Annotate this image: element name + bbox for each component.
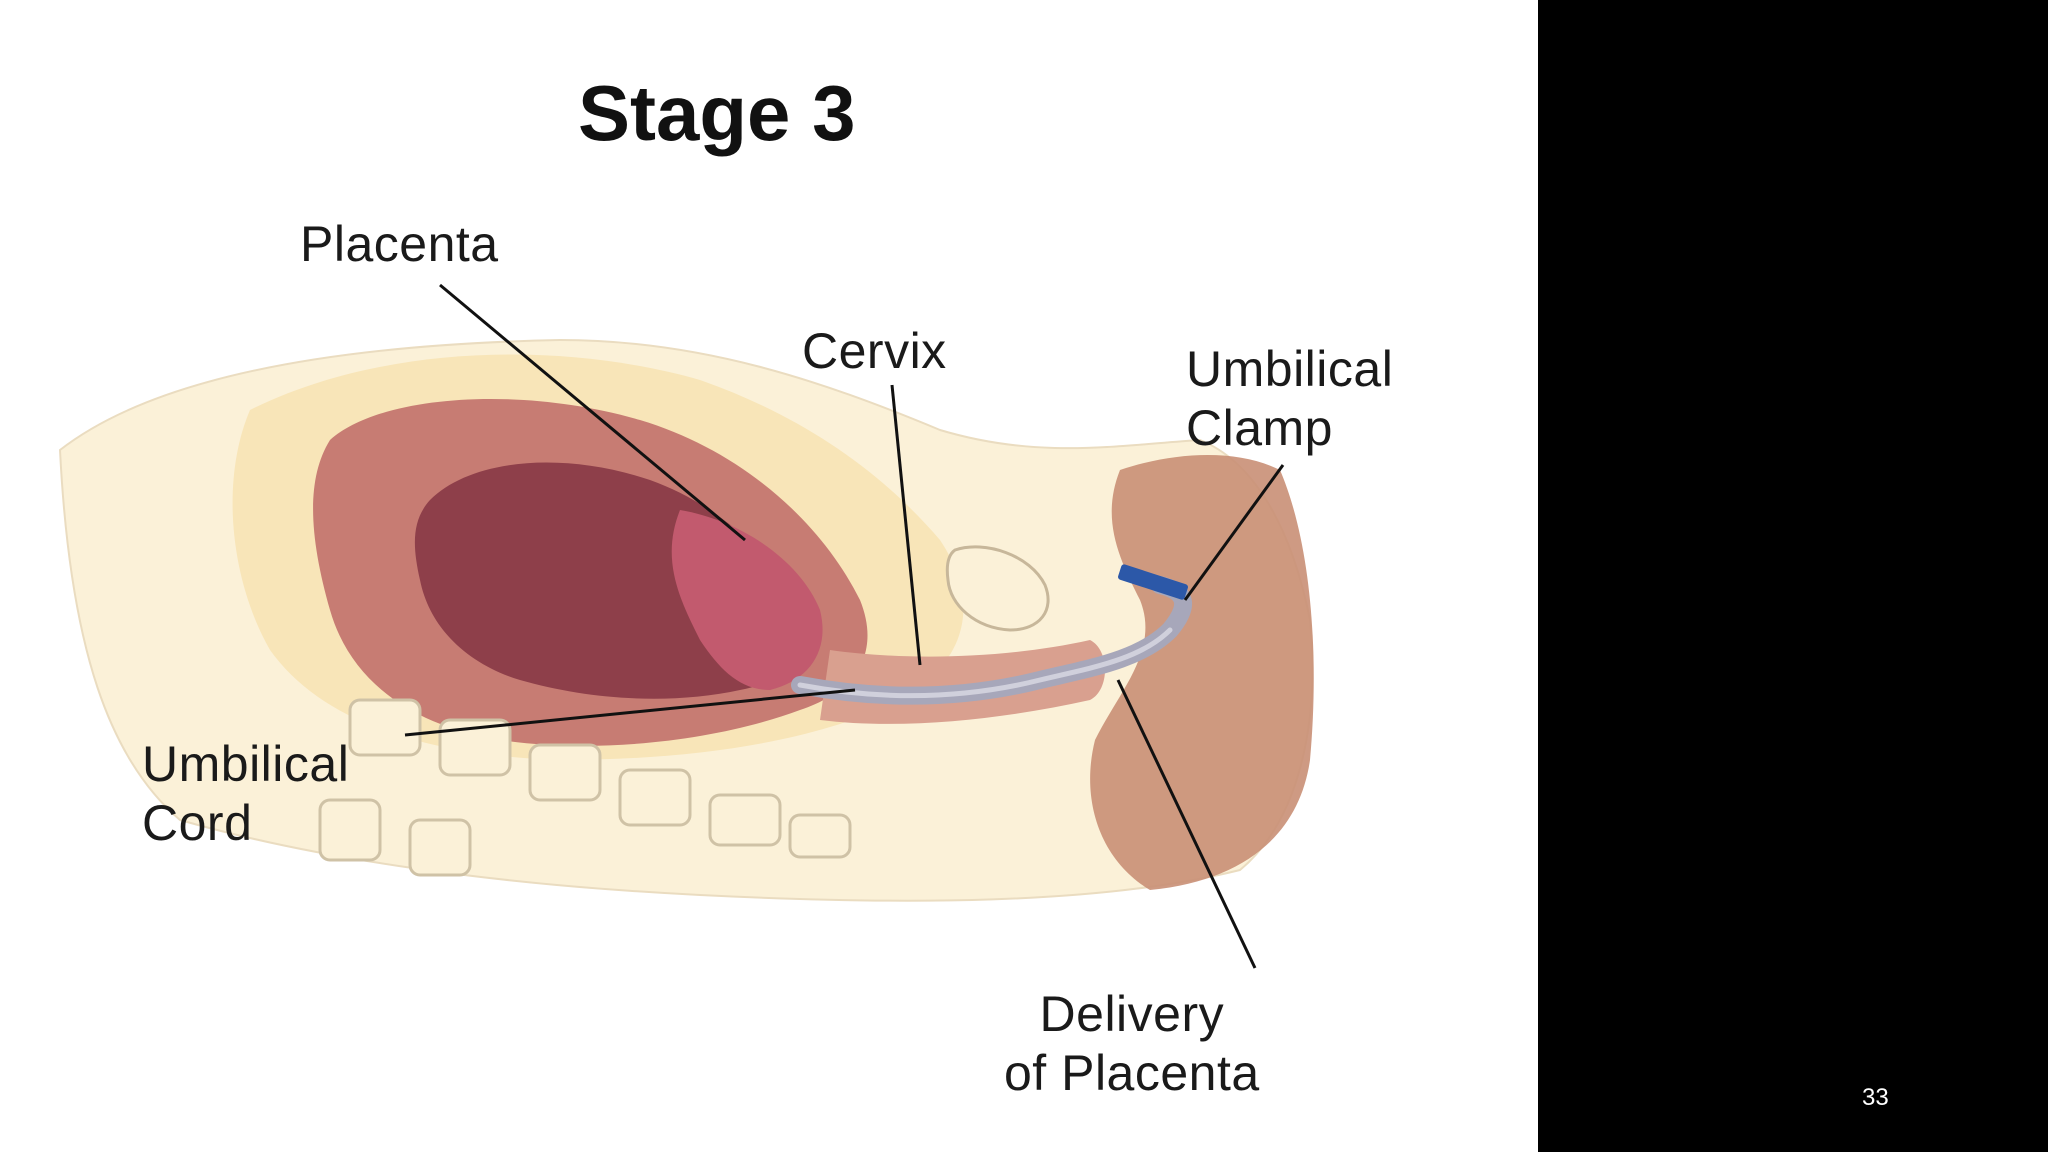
anatomy-diagram [58, 283, 1314, 969]
label-cervix: Cervix [802, 323, 947, 379]
label-delivery-of-placenta: Delivery of Placenta [1004, 986, 1260, 1101]
umbilical-clamp-shape [1118, 564, 1188, 600]
spine [318, 698, 852, 877]
placenta-tissue [671, 510, 823, 690]
slide-number: 33 [1862, 1084, 1889, 1111]
label-umbilical-cord: Umbilical Cord [142, 736, 350, 851]
leader-lines [404, 283, 1285, 969]
label-umbilical-clamp: Umbilical Clamp [1186, 341, 1394, 456]
slide-title: Stage 3 [578, 69, 856, 157]
label-placenta: Placenta [300, 216, 499, 272]
pubic-bone [945, 545, 1050, 632]
perineum-region [1090, 455, 1314, 890]
